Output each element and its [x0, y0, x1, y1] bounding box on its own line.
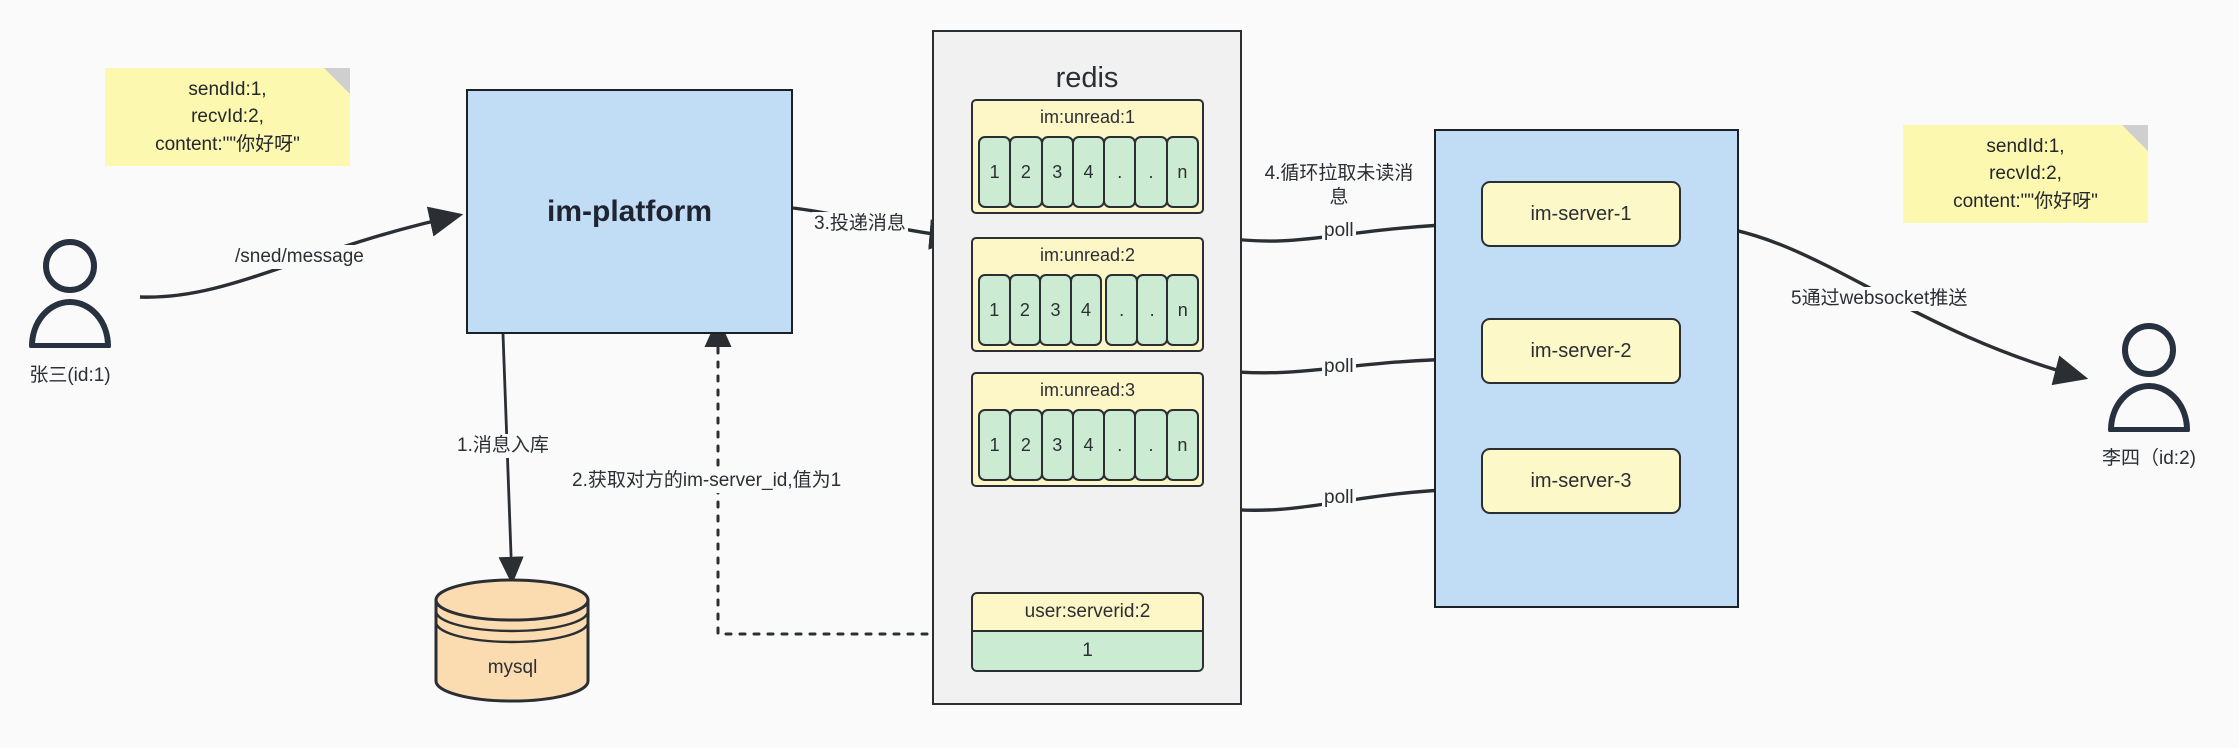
note-left-text: sendId:1, recvId:2, content:""你好呀" — [155, 78, 300, 155]
edge-label-step3: 3.投递消息 — [812, 212, 908, 236]
edge-label-step2: 2.获取对方的im-server_id,值为1 — [570, 469, 844, 493]
note-fold-icon — [2122, 125, 2148, 151]
redis-cell[interactable]: n — [1165, 136, 1199, 208]
redis-cell[interactable]: . — [1134, 409, 1168, 481]
im-server-1-label: im-server-1 — [1530, 202, 1632, 225]
redis-kv-value: 1 — [973, 632, 1202, 670]
redis-cell[interactable]: . — [1134, 136, 1168, 208]
redis-key-3-label: im:unread:3 — [1039, 380, 1136, 400]
im-server-1-card[interactable]: im-server-1 — [1481, 181, 1681, 247]
edge-platform-to-mysql — [498, 333, 524, 585]
redis-cell[interactable]: 4 — [1071, 409, 1106, 481]
im-server-2-card[interactable]: im-server-2 — [1481, 318, 1681, 384]
redis-key-3-cells: 1 2 3 4 . . n — [978, 409, 1199, 481]
edge-label-send-message: /sned/message — [233, 245, 366, 269]
im-server-2-label: im-server-2 — [1530, 339, 1632, 362]
redis-key-group-3[interactable]: im:unread:3 1 2 3 4 . . n — [971, 372, 1204, 487]
redis-kv-key: user:serverid:2 — [973, 594, 1202, 632]
im-server-3-label: im-server-3 — [1530, 469, 1632, 492]
person-sender-label: 张三(id:1) — [29, 365, 111, 386]
note-right: sendId:1, recvId:2, content:""你好呀" — [1903, 125, 2148, 223]
redis-cell[interactable]: . — [1103, 409, 1137, 481]
redis-cell[interactable]: 3 — [1039, 274, 1072, 346]
edge-label-step1: 1.消息入库 — [455, 434, 551, 458]
edge-label-poll-3: poll — [1322, 486, 1356, 510]
redis-cell[interactable]: 4 — [1069, 274, 1103, 346]
redis-cell[interactable]: 2 — [1009, 409, 1043, 481]
edge-label-step4: 4.循环拉取未读消息 — [1257, 162, 1421, 210]
redis-key-group-1[interactable]: im:unread:1 1 2 3 4 . . n — [971, 99, 1204, 214]
redis-cell[interactable]: 2 — [1009, 136, 1043, 208]
edge-label-poll-1: poll — [1322, 219, 1356, 243]
note-right-text: sendId:1, recvId:2, content:""你好呀" — [1953, 135, 2098, 212]
im-platform-box[interactable]: im-platform — [466, 89, 793, 334]
redis-key-1-label: im:unread:1 — [1039, 107, 1136, 127]
redis-cell[interactable]: 1 — [978, 136, 1012, 208]
redis-panel: redis im:unread:1 1 2 3 4 . . n im:unrea… — [932, 30, 1242, 705]
redis-cell[interactable]: . — [1135, 274, 1169, 346]
note-fold-icon — [324, 68, 350, 94]
redis-cell[interactable]: 1 — [978, 409, 1012, 481]
redis-cell[interactable]: . — [1103, 136, 1137, 208]
redis-cell[interactable]: n — [1165, 409, 1199, 481]
im-server-3-card[interactable]: im-server-3 — [1481, 448, 1681, 514]
redis-key-2-label: im:unread:2 — [1039, 245, 1136, 265]
redis-title: redis — [1055, 62, 1119, 94]
person-receiver-label: 李四（id:2) — [2102, 448, 2196, 469]
redis-cell[interactable]: n — [1166, 274, 1200, 346]
im-platform-label: im-platform — [547, 194, 712, 228]
redis-cell[interactable]: . — [1105, 274, 1138, 346]
edge-label-step5: 5通过websocket推送 — [1789, 287, 1970, 311]
edge-label-poll-2: poll — [1322, 355, 1356, 379]
redis-cell[interactable]: 2 — [1008, 274, 1042, 346]
person-receiver — [2108, 323, 2190, 432]
redis-kv-user-serverid[interactable]: user:serverid:2 1 — [971, 592, 1204, 672]
person-sender — [29, 239, 111, 348]
redis-key-1-cells: 1 2 3 4 . . n — [978, 136, 1199, 208]
redis-cell[interactable]: 4 — [1071, 136, 1106, 208]
mysql-label: mysql — [487, 657, 538, 678]
redis-cell[interactable]: 3 — [1040, 136, 1074, 208]
im-server-cluster: im-server-1 im-server-2 im-server-3 — [1434, 129, 1739, 608]
redis-cell[interactable]: 3 — [1040, 409, 1074, 481]
note-left: sendId:1, recvId:2, content:""你好呀" — [105, 68, 350, 166]
mysql-database[interactable] — [430, 578, 595, 703]
redis-key-2-cells: 1 2 3 4 . . n — [978, 274, 1200, 346]
redis-cell[interactable]: 1 — [978, 274, 1011, 346]
redis-key-group-2[interactable]: im:unread:2 1 2 3 4 . . n — [971, 237, 1204, 352]
